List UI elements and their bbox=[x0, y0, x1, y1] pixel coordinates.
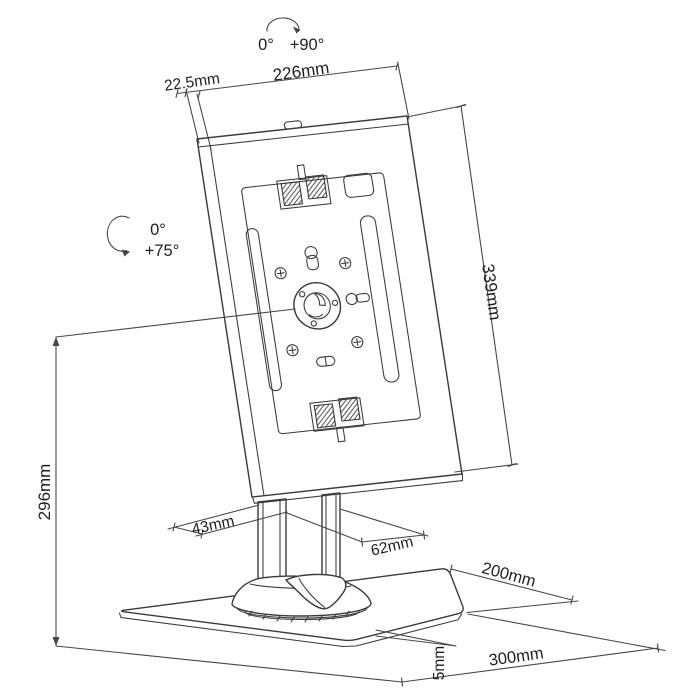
enclosure-width-label: 226mm bbox=[272, 58, 331, 85]
rotation-min-label: 0° bbox=[258, 36, 274, 54]
top-clip-right bbox=[304, 174, 328, 200]
stand-foot bbox=[231, 573, 372, 623]
base-plate-thickness-edge bbox=[118, 612, 463, 648]
pole-depth-label: 62mm bbox=[369, 533, 415, 559]
dim-line-base-depth bbox=[450, 568, 573, 601]
dim-line-height bbox=[460, 105, 513, 466]
screw-icon bbox=[286, 344, 299, 357]
pole-width-label: 43mm bbox=[190, 513, 236, 539]
dim-ticks bbox=[400, 643, 660, 687]
screw-icon bbox=[274, 267, 287, 280]
bottom-bracket-stem bbox=[335, 426, 346, 443]
dim-ticks bbox=[449, 564, 574, 605]
enclosure-bottom-thickness bbox=[251, 473, 464, 504]
enclosure-top-bevel bbox=[197, 123, 409, 148]
dim-ticks bbox=[456, 103, 517, 468]
desk-reference-line bbox=[55, 645, 403, 683]
pivot-leader-line bbox=[55, 308, 296, 338]
side-lock-key bbox=[345, 292, 370, 306]
top-lock-tab bbox=[283, 120, 303, 130]
camera-notch-cutout bbox=[343, 172, 375, 198]
foot-rim-line-2 bbox=[244, 610, 360, 621]
base-depth-label: 200mm bbox=[480, 559, 538, 591]
top-bracket-stem bbox=[296, 164, 307, 181]
base-length-label: 300mm bbox=[488, 644, 545, 669]
pivot-collar bbox=[293, 281, 342, 330]
ext-line bbox=[467, 613, 666, 652]
slot-left bbox=[245, 228, 283, 392]
top-bracket bbox=[276, 164, 332, 210]
stand-pole bbox=[257, 492, 341, 587]
dim-line-base-length bbox=[401, 647, 659, 683]
stand-height-label: 296mm bbox=[35, 464, 54, 521]
ext-line bbox=[466, 600, 579, 614]
bottom-clip-right bbox=[337, 396, 361, 422]
enclosure-side-edge bbox=[209, 145, 265, 497]
bottom-clip-left bbox=[313, 403, 337, 429]
dim-ticks bbox=[175, 61, 399, 100]
tilt-arc-icon bbox=[106, 215, 130, 257]
base-thickness-label: 5mm bbox=[431, 646, 448, 680]
dim-ticks bbox=[360, 530, 426, 547]
pole-front-column bbox=[257, 498, 287, 587]
cable-cover-flap bbox=[285, 573, 347, 610]
dim-ticks bbox=[172, 522, 204, 539]
ext-line bbox=[167, 504, 288, 537]
dim-line-pole-width bbox=[173, 526, 203, 535]
keyhole-hanger bbox=[304, 246, 320, 271]
dim-line-width bbox=[176, 65, 398, 95]
vesa-screws bbox=[274, 257, 364, 357]
slot-right bbox=[359, 215, 400, 383]
ext-line bbox=[185, 63, 410, 150]
dim-line-pole-depth bbox=[361, 534, 425, 543]
enclosure-frame bbox=[196, 115, 463, 498]
tablet-enclosure bbox=[196, 115, 464, 504]
dimension-lines bbox=[52, 17, 666, 687]
pivot-cam bbox=[308, 292, 326, 318]
ext-line bbox=[406, 104, 519, 473]
enclosure-height-label: 339mm bbox=[478, 263, 505, 322]
flap-fold-line bbox=[298, 577, 326, 609]
pole-rear-column bbox=[321, 492, 341, 584]
ext-line bbox=[286, 508, 429, 543]
tilt-max-label: +75° bbox=[145, 242, 180, 260]
rotation-max-label: +90° bbox=[290, 36, 325, 54]
latch-slider bbox=[316, 355, 336, 367]
bottom-bracket bbox=[309, 396, 365, 443]
thickness-leader-wedge bbox=[375, 629, 457, 647]
foot-rim-hatching bbox=[248, 610, 350, 623]
top-clip-left bbox=[280, 181, 304, 207]
rotation-arc-icon bbox=[266, 17, 301, 34]
tilt-min-label: 0° bbox=[150, 221, 166, 239]
screw-icon bbox=[351, 336, 364, 349]
screw-icon bbox=[339, 257, 352, 270]
